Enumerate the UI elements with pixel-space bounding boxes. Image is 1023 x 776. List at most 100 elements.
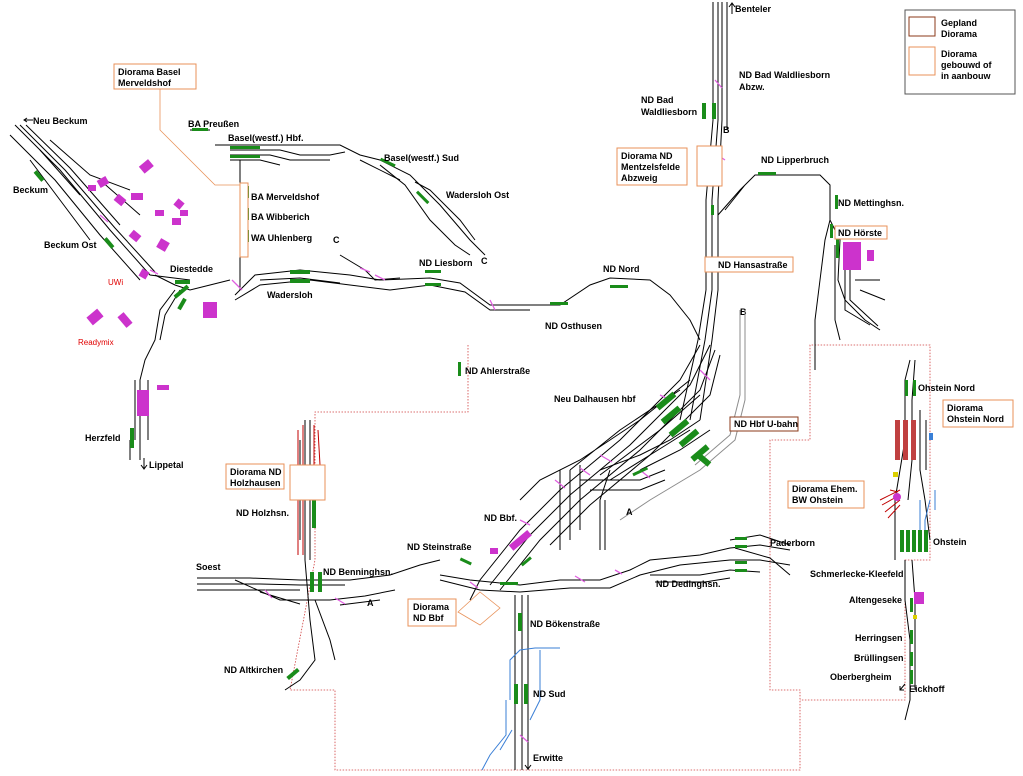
buildings-horste — [843, 242, 874, 270]
industry-buildings-beckum — [86, 159, 217, 416]
label-a-mid: A — [626, 507, 633, 517]
station-nd-bad-1: ND Bad — [641, 95, 674, 105]
legend-built-label-3: in aanbouw — [941, 71, 991, 81]
station-beckum: Beckum — [13, 185, 48, 195]
station-eickhoff: Eickhoff — [909, 684, 946, 694]
station-basel-sud: Basel(westf.) Sud — [384, 153, 459, 163]
diorama-mentzelsfelde-box — [616, 147, 688, 186]
station-ba-preussen: BA Preußen — [188, 119, 239, 129]
label-c-left: C — [333, 235, 340, 245]
label-a-low: A — [367, 598, 374, 608]
area-soest — [197, 420, 441, 691]
diorama-holzhausen-1: Diorama ND — [230, 467, 282, 477]
legend-built-label-1: Diorama — [941, 49, 978, 59]
diorama-bw-ohstein-1: Diorama Ehem. — [792, 484, 858, 494]
station-nd-bad-2: Waldliesborn — [641, 107, 697, 117]
station-nd-hbf-u-bahn: ND Hbf U-bahn — [734, 419, 798, 429]
station-herringsen: Herringsen — [855, 633, 903, 643]
layout-boundary — [289, 344, 931, 771]
station-brullingsen: Brüllingsen — [854, 653, 904, 663]
station-nd-liesborn: ND Liesborn — [419, 258, 473, 268]
diorama-ohstein-nord-2: Ohstein Nord — [947, 414, 1004, 424]
station-schmerlecke: Schmerlecke-Kleefeld — [810, 569, 904, 579]
diorama-mentzelsfelde-1: Diorama ND — [621, 151, 673, 161]
station-diestedde: Diestedde — [170, 264, 213, 274]
station-nd-holzhsn: ND Holzhsn. — [236, 508, 289, 518]
station-neu-dalhausen-hbf: Neu Dalhausen hbf — [554, 394, 637, 404]
station-ohstein-nord: Ohstein Nord — [918, 383, 975, 393]
station-nd-sud: ND Sud — [533, 689, 566, 699]
legend-planned-label-1: Gepland — [941, 18, 977, 28]
legend-built-label-2: gebouwd of — [941, 60, 992, 70]
diorama-hansastrasse-box — [704, 256, 794, 273]
label-uwi: UWi — [108, 278, 123, 287]
legend: Gepland Diorama Diorama gebouwd of in aa… — [904, 9, 1016, 95]
station-ohstein: Ohstein — [933, 537, 967, 547]
station-paderborn: Paderborn — [770, 538, 815, 548]
area-beckum — [9, 124, 231, 460]
station-nd-hansastrasse: ND Hansastraße — [718, 260, 788, 270]
station-nd-bokenstrasse: ND Bökenstraße — [530, 619, 600, 629]
station-basel-hbf: Basel(westf.) Hbf. — [228, 133, 304, 143]
diorama-basel-merveldshof-2: Merveldshof — [118, 78, 172, 88]
diorama-basel-merveldshof-area — [239, 182, 249, 258]
station-ba-merveldshof: BA Merveldshof — [251, 192, 320, 202]
area-ohstein — [879, 359, 936, 721]
station-nd-dedinghsn: ND Dedinghsn. — [656, 579, 721, 589]
area-basel — [190, 128, 701, 341]
diorama-nd-bbf-box — [407, 598, 457, 627]
diorama-basel-merveldshof-box — [113, 63, 197, 90]
diorama-hbf-u-bahn-box — [729, 416, 799, 432]
station-nd-bad-waldliesborn-abzw-2: Abzw. — [739, 82, 765, 92]
station-nd-altkirchen: ND Altkirchen — [224, 665, 283, 675]
diorama-mentzelsfelde-2: Mentzelsfelde — [621, 162, 680, 172]
station-benteler: Benteler — [735, 4, 772, 14]
diorama-bw-ohstein-box — [787, 480, 865, 509]
station-nd-steinstrasse: ND Steinstraße — [407, 542, 472, 552]
station-nd-osthusen: ND Osthusen — [545, 321, 602, 331]
diorama-ohstein-nord-box — [942, 399, 1014, 428]
diorama-basel-merveldshof-1: Diorama Basel — [118, 67, 181, 77]
label-c-right: C — [481, 256, 488, 266]
area-neu-dalhausen — [469, 310, 746, 601]
legend-planned-swatch — [908, 16, 936, 37]
legend-built-swatch — [908, 46, 936, 76]
station-altengeseke: Altengeseke — [849, 595, 902, 605]
label-readymix: Readymix — [78, 338, 114, 347]
diorama-horste-box — [834, 225, 888, 240]
diorama-mentzelsfelde-3: Abzweig — [621, 173, 658, 183]
station-nd-nord: ND Nord — [603, 264, 640, 274]
diorama-bw-ohstein-2: BW Ohstein — [792, 495, 843, 505]
station-neu-beckum: Neu Beckum — [33, 116, 88, 126]
station-herzfeld: Herzfeld — [85, 433, 121, 443]
station-nd-lipperbruch: ND Lipperbruch — [761, 155, 829, 165]
station-nd-horste: ND Hörste — [838, 228, 882, 238]
station-nd-mettinghsn: ND Mettinghsn. — [838, 198, 904, 208]
station-wa-uhlenberg: WA Uhlenberg — [251, 233, 312, 243]
legend-planned-label-2: Diorama — [941, 29, 978, 39]
diorama-ohstein-nord-1: Diorama — [947, 403, 984, 413]
station-oberbergheim: Oberbergheim — [830, 672, 892, 682]
diorama-holzhausen-area — [289, 464, 326, 501]
diorama-holzhausen-2: Holzhausen — [230, 478, 281, 488]
diorama-holzhausen-box — [225, 463, 285, 490]
diorama-nd-bbf-1: Diorama — [413, 602, 450, 612]
station-nd-bad-waldliesborn-abzw-1: ND Bad Waldliesborn — [739, 70, 830, 80]
area-nd-sud — [481, 595, 560, 771]
station-nd-bbf: ND Bbf. — [484, 513, 517, 523]
station-lippetal: Lippetal — [149, 460, 184, 470]
station-wadersloh: Wadersloh — [267, 290, 313, 300]
station-soest: Soest — [196, 562, 221, 572]
station-wadersloh-ost: Wadersloh Ost — [446, 190, 509, 200]
label-b-right: B — [740, 307, 747, 317]
diorama-mentzelsfelde-area — [696, 145, 723, 187]
area-nd-bbf — [439, 529, 791, 593]
station-nd-ahlerstrasse: ND Ahlerstraße — [465, 366, 530, 376]
station-ba-wibberich: BA Wibberich — [251, 212, 310, 222]
diorama-nd-bbf-2: ND Bbf — [413, 613, 444, 623]
label-b-top: B — [723, 125, 730, 135]
station-erwitte: Erwitte — [533, 753, 563, 763]
station-nd-benninghsn: ND Benninghsn. — [323, 567, 393, 577]
station-beckum-ost: Beckum Ost — [44, 240, 97, 250]
